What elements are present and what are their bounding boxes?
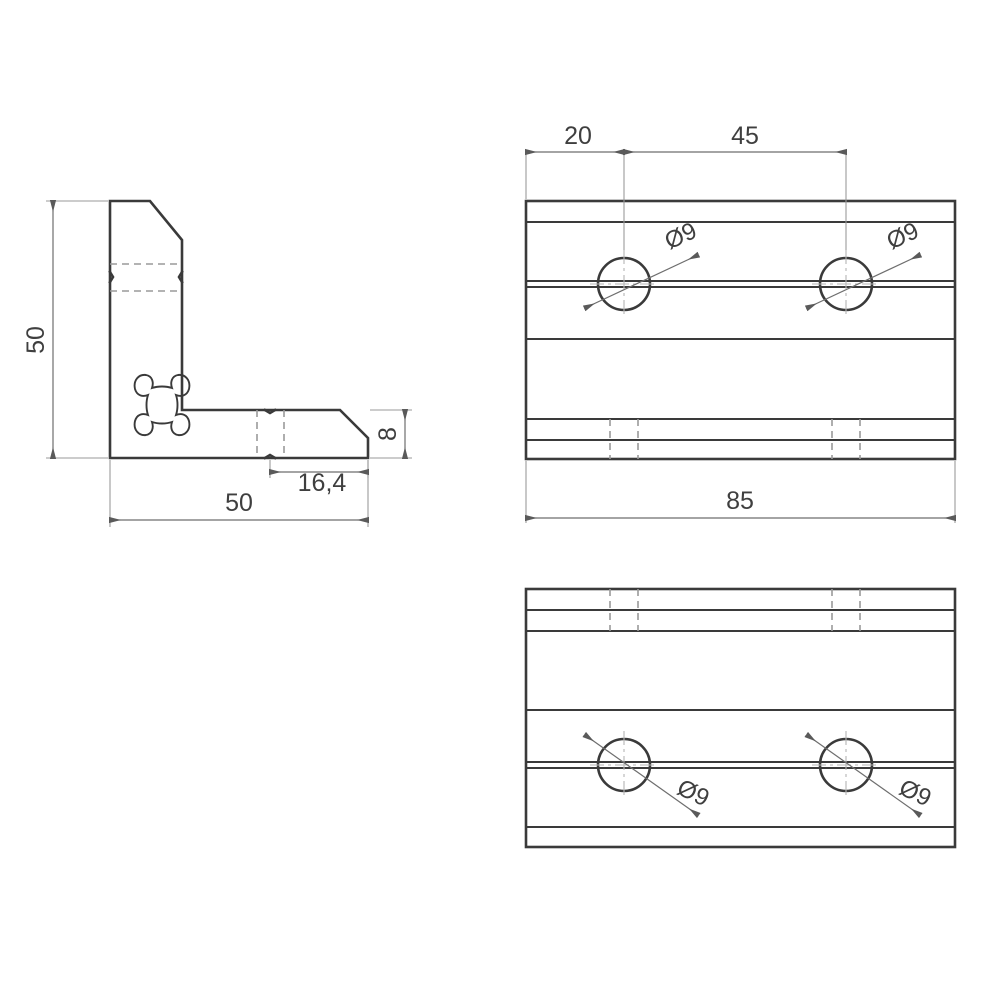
bottom-view-hole-right: Ø9 (804, 731, 935, 819)
dim-top-85: 85 (525, 461, 956, 523)
dim-label-top-85: 85 (726, 487, 754, 515)
dim-label-profile-width: 50 (225, 489, 253, 517)
top-view-profile-lines (526, 221, 955, 441)
view-profile: 50 50 16,4 8 (22, 199, 412, 527)
bottom-view-hole-left: Ø9 (582, 731, 713, 819)
top-view-hole-right: Ø9 (804, 217, 923, 318)
profile-outline (108, 199, 370, 460)
dim-label-top-20: 20 (564, 122, 592, 150)
top-view-hole-left: Ø9 (582, 217, 701, 318)
dim-profile-thickness: 8 (370, 409, 412, 459)
dim-label-profile-slot: 16,4 (298, 469, 347, 497)
dim-top-20: 20 (525, 122, 625, 250)
dim-label-profile-thickness: 8 (374, 427, 402, 441)
dim-profile-height: 50 (22, 200, 108, 459)
top-view-body (524, 199, 957, 461)
profile-t-slot-horizontal (256, 408, 285, 460)
dim-label-profile-height: 50 (22, 326, 50, 354)
dim-label-top-45: 45 (731, 122, 759, 150)
dim-label-dia-bottom-right: Ø9 (895, 774, 935, 812)
profile-t-slot-vertical (108, 263, 184, 292)
view-top: Ø9 Ø9 20 45 85 (524, 122, 957, 523)
bottom-view-body (524, 587, 957, 849)
dim-top-45: 45 (623, 122, 847, 250)
profile-core-hole (133, 373, 191, 437)
top-view-hidden-lines (609, 419, 861, 459)
dim-profile-width: 50 (109, 460, 369, 527)
dim-profile-slot: 16,4 (269, 460, 369, 497)
bottom-view-hidden-lines (609, 589, 861, 631)
dim-label-dia-bottom-left: Ø9 (673, 774, 713, 812)
view-bottom: Ø9 Ø9 (524, 587, 957, 849)
